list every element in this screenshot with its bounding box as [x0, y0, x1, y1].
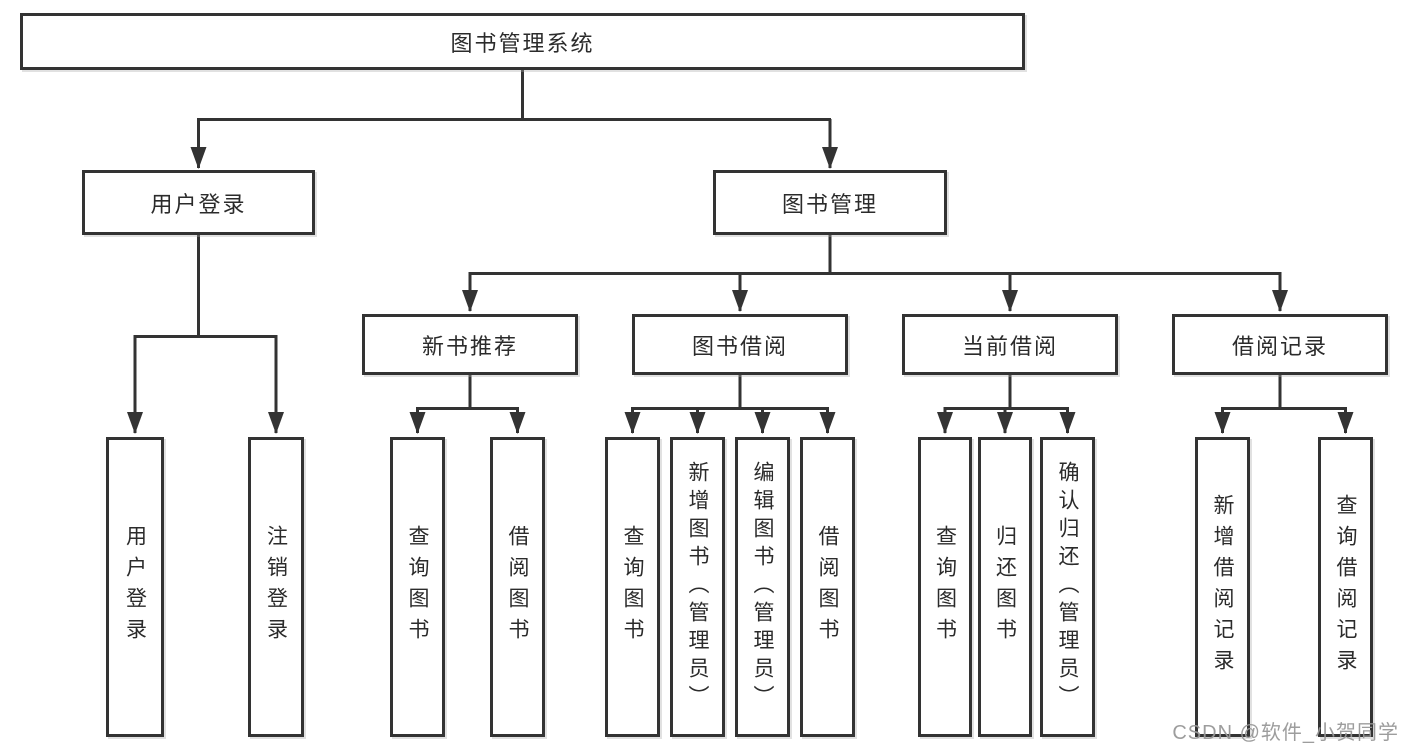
leaf-br-add-record-label: 新增借阅记录 [1211, 494, 1234, 680]
leaf-bb-query-books-label: 查询图书 [621, 525, 644, 649]
node-book-management: 图书管理 [713, 170, 947, 235]
leaf-rec-query-books-label: 查询图书 [406, 525, 429, 649]
leaf-logout: 注销登录 [248, 437, 304, 737]
leaf-rec-borrow-books: 借阅图书 [490, 437, 545, 737]
leaf-rec-query-books: 查询图书 [390, 437, 445, 737]
node-new-book-recommend: 新书推荐 [362, 314, 578, 375]
leaf-cb-confirm-return: 确认归还（管理员） [1040, 437, 1095, 737]
node-root-system: 图书管理系统 [20, 13, 1025, 70]
leaf-br-query-record-label: 查询借阅记录 [1334, 494, 1357, 680]
leaf-cb-confirm-return-label: 确认归还（管理员） [1056, 461, 1079, 713]
connector-trunks [133, 70, 1347, 410]
leaf-br-add-record: 新增借阅记录 [1195, 437, 1250, 737]
node-user-login: 用户登录 [82, 170, 315, 235]
node-current-borrowing: 当前借阅 [902, 314, 1118, 375]
leaf-bb-edit-books-label: 编辑图书（管理员） [751, 461, 774, 713]
leaf-bb-borrow-books-label: 借阅图书 [816, 525, 839, 649]
leaf-cb-query-books-label: 查询图书 [933, 525, 957, 649]
leaf-bb-add-books-label: 新增图书（管理员） [686, 461, 709, 713]
leaf-bb-edit-books: 编辑图书（管理员） [735, 437, 790, 737]
leaf-user-login: 用户登录 [106, 437, 164, 737]
leaf-br-query-record: 查询借阅记录 [1318, 437, 1373, 737]
leaf-logout-label: 注销登录 [264, 525, 288, 649]
leaf-bb-add-books: 新增图书（管理员） [670, 437, 725, 737]
leaf-user-login-label: 用户登录 [123, 525, 147, 649]
node-borrowing-records: 借阅记录 [1172, 314, 1388, 375]
leaf-cb-return-books-label: 归还图书 [993, 525, 1017, 649]
leaf-bb-borrow-books: 借阅图书 [800, 437, 855, 737]
leaf-cb-query-books: 查询图书 [918, 437, 972, 737]
node-book-borrowing: 图书借阅 [632, 314, 848, 375]
leaf-cb-return-books: 归还图书 [978, 437, 1032, 737]
leaf-bb-query-books: 查询图书 [605, 437, 660, 737]
csdn-watermark: CSDN @软件_小贺同学 [1172, 722, 1399, 744]
leaf-rec-borrow-books-label: 借阅图书 [506, 525, 529, 649]
